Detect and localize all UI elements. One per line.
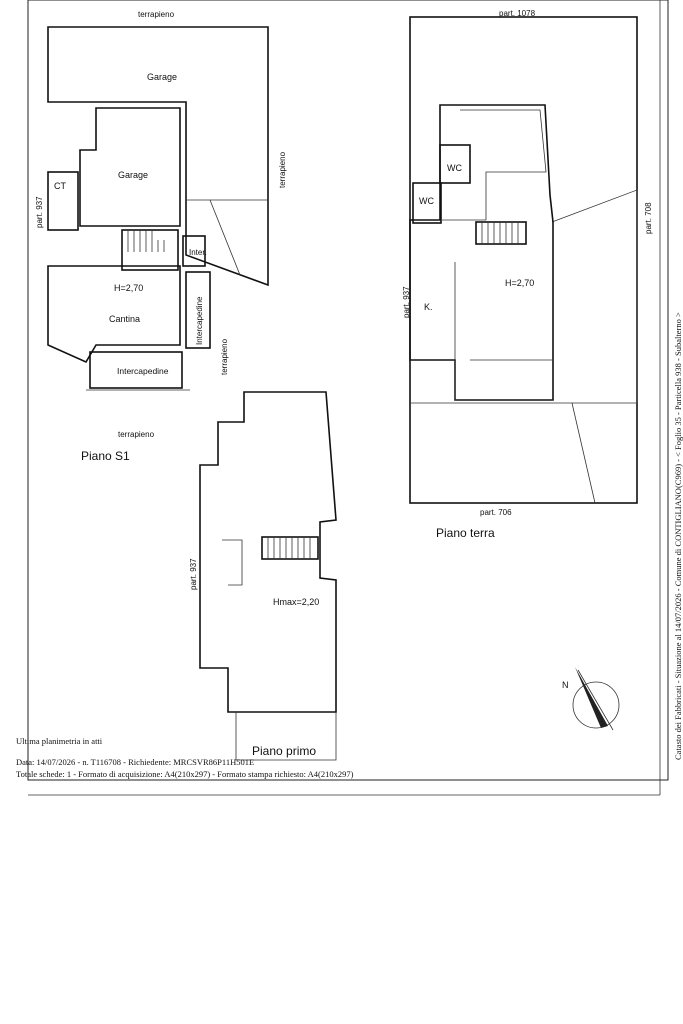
terra-title: Piano terra	[436, 526, 495, 540]
primo-part-937: part. 937	[189, 558, 198, 590]
intercapedine-horizontal	[89, 351, 183, 389]
plan-piano-s1: terrapieno Garage Garage CT Inter. H=2,7…	[35, 10, 287, 463]
terra-part-937: part. 937	[402, 286, 411, 318]
side-cadastral-note: Catasto dei Fabbricati - Situazione al 1…	[673, 312, 683, 760]
s1-cantina-label: Cantina	[109, 314, 140, 324]
terra-wc1-label: WC	[447, 163, 462, 173]
intercapedine-vertical	[185, 271, 211, 349]
s1-height-label: H=2,70	[114, 283, 143, 293]
s1-title: Piano S1	[81, 449, 130, 463]
primo-height-label: Hmax=2,20	[273, 597, 319, 607]
garage-lower-outline	[79, 107, 181, 227]
primo-outline	[199, 391, 337, 713]
terra-height-label: H=2,70	[505, 278, 534, 288]
sheet-frame	[27, 0, 669, 781]
s1-terrapieno-bottom: terrapieno	[118, 430, 155, 439]
s1-inter-label: Inter.	[189, 248, 207, 257]
north-compass: N	[562, 667, 620, 731]
terra-part-708: part. 708	[644, 202, 653, 234]
s1-part-937: part. 937	[35, 196, 44, 228]
terra-wc1	[439, 144, 471, 184]
ct-room	[47, 171, 79, 231]
terra-k-label: K.	[424, 302, 433, 312]
s1-terrapieno-right: terrapieno	[278, 151, 287, 188]
s1-intercapedine-v-label: Intercapedine	[195, 296, 204, 345]
footer-last-plan: Ultima planimetria in atti	[16, 736, 103, 746]
cantina-outline	[47, 265, 181, 364]
terra-wc2-label: WC	[419, 196, 434, 206]
compass-circle	[572, 681, 620, 729]
terra-part-706: part. 706	[480, 508, 512, 517]
compass-needle	[575, 667, 608, 728]
terra-stair	[475, 221, 527, 245]
footer-total-line: Totale schede: 1 - Formato di acquisizio…	[16, 769, 354, 779]
plan-piano-terra: part. 1078 WC WC H=2,70 K. part. 706 Pia…	[402, 9, 653, 540]
garage-upper-outline	[47, 26, 269, 287]
sheet-footer: Ultima planimetria in atti Data: 14/07/2…	[16, 736, 354, 779]
terra-lot-outline	[409, 16, 638, 504]
terra-house-outline	[409, 104, 554, 401]
s1-intercapedine-h-label: Intercapedine	[117, 366, 169, 376]
s1-stair	[121, 229, 179, 271]
s1-ct-label: CT	[54, 181, 66, 191]
s1-terrapieno-mid: terrapieno	[220, 338, 229, 375]
footer-date-line: Data: 14/07/2026 - n. T116708 - Richiede…	[16, 757, 254, 767]
terra-part-1078: part. 1078	[499, 9, 536, 18]
inter-room	[182, 235, 206, 267]
terra-wc2	[412, 182, 442, 224]
s1-garage-upper-label: Garage	[147, 72, 177, 82]
compass-north-label: N	[562, 680, 569, 690]
plan-piano-primo: Hmax=2,20 Piano primo part. 937	[189, 391, 337, 761]
primo-stair	[261, 536, 319, 560]
primo-title: Piano primo	[252, 744, 316, 758]
s1-garage-label: Garage	[118, 170, 148, 180]
s1-terrapieno-top: terrapieno	[138, 10, 175, 19]
